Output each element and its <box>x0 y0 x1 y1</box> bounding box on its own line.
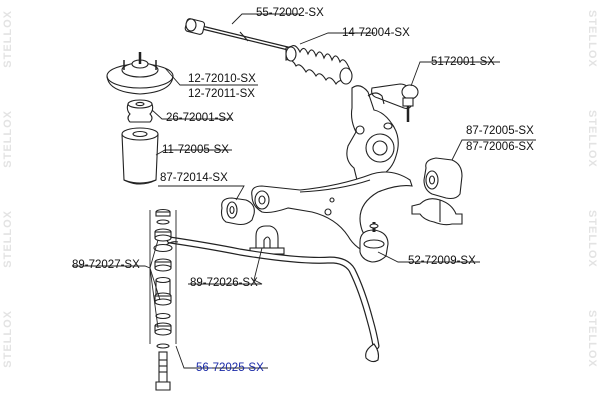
watermark-right-1: STELLOX <box>586 10 598 68</box>
label-89-72026: 89-72026-SX <box>190 277 258 289</box>
label-89-72027: 89-72027-SX <box>72 259 140 271</box>
lower-control-arm <box>251 171 413 255</box>
bump-stop <box>126 99 154 123</box>
label-14-72004: 14-72004-SX <box>342 27 410 39</box>
label-55-72002: 55-72002-SX <box>256 7 324 19</box>
label-12-72010: 12-72010-SX <box>188 73 256 85</box>
label-5172001: 5172001-SX <box>431 56 495 68</box>
label-87-72005: 87-72005-SX <box>466 125 534 137</box>
label-52-72009: 52-72009-SX <box>408 255 476 267</box>
tie-rod-end <box>371 83 419 122</box>
label-87-72006: 87-72006-SX <box>466 141 534 153</box>
steering-boot <box>285 45 353 86</box>
tie-rod <box>184 18 291 51</box>
watermark-right-2: STELLOX <box>586 110 598 168</box>
label-87-72014: 87-72014-SX <box>160 172 228 184</box>
strut-top-mount <box>106 52 174 95</box>
stabilizer-link-kit <box>153 208 173 391</box>
label-26-72001: 26-72001-SX <box>166 112 234 124</box>
label-11-72005: 11-72005-SX <box>162 144 229 156</box>
label-56-72025: 56-72025-SX <box>196 362 264 374</box>
arm-bushing <box>220 197 255 226</box>
stabilizer-bar <box>159 236 380 363</box>
dust-boot <box>121 127 159 185</box>
stabilizer-bushing <box>423 157 463 200</box>
bushing-clamp <box>411 198 463 226</box>
label-12-72011: 12-72011-SX <box>188 88 255 100</box>
ball-joint <box>359 222 389 263</box>
watermark-right-3: STELLOX <box>586 210 598 268</box>
center-clamp <box>249 225 285 255</box>
watermark-right-4: STELLOX <box>586 310 598 368</box>
leader-lines <box>72 13 536 369</box>
steering-knuckle <box>346 85 399 193</box>
